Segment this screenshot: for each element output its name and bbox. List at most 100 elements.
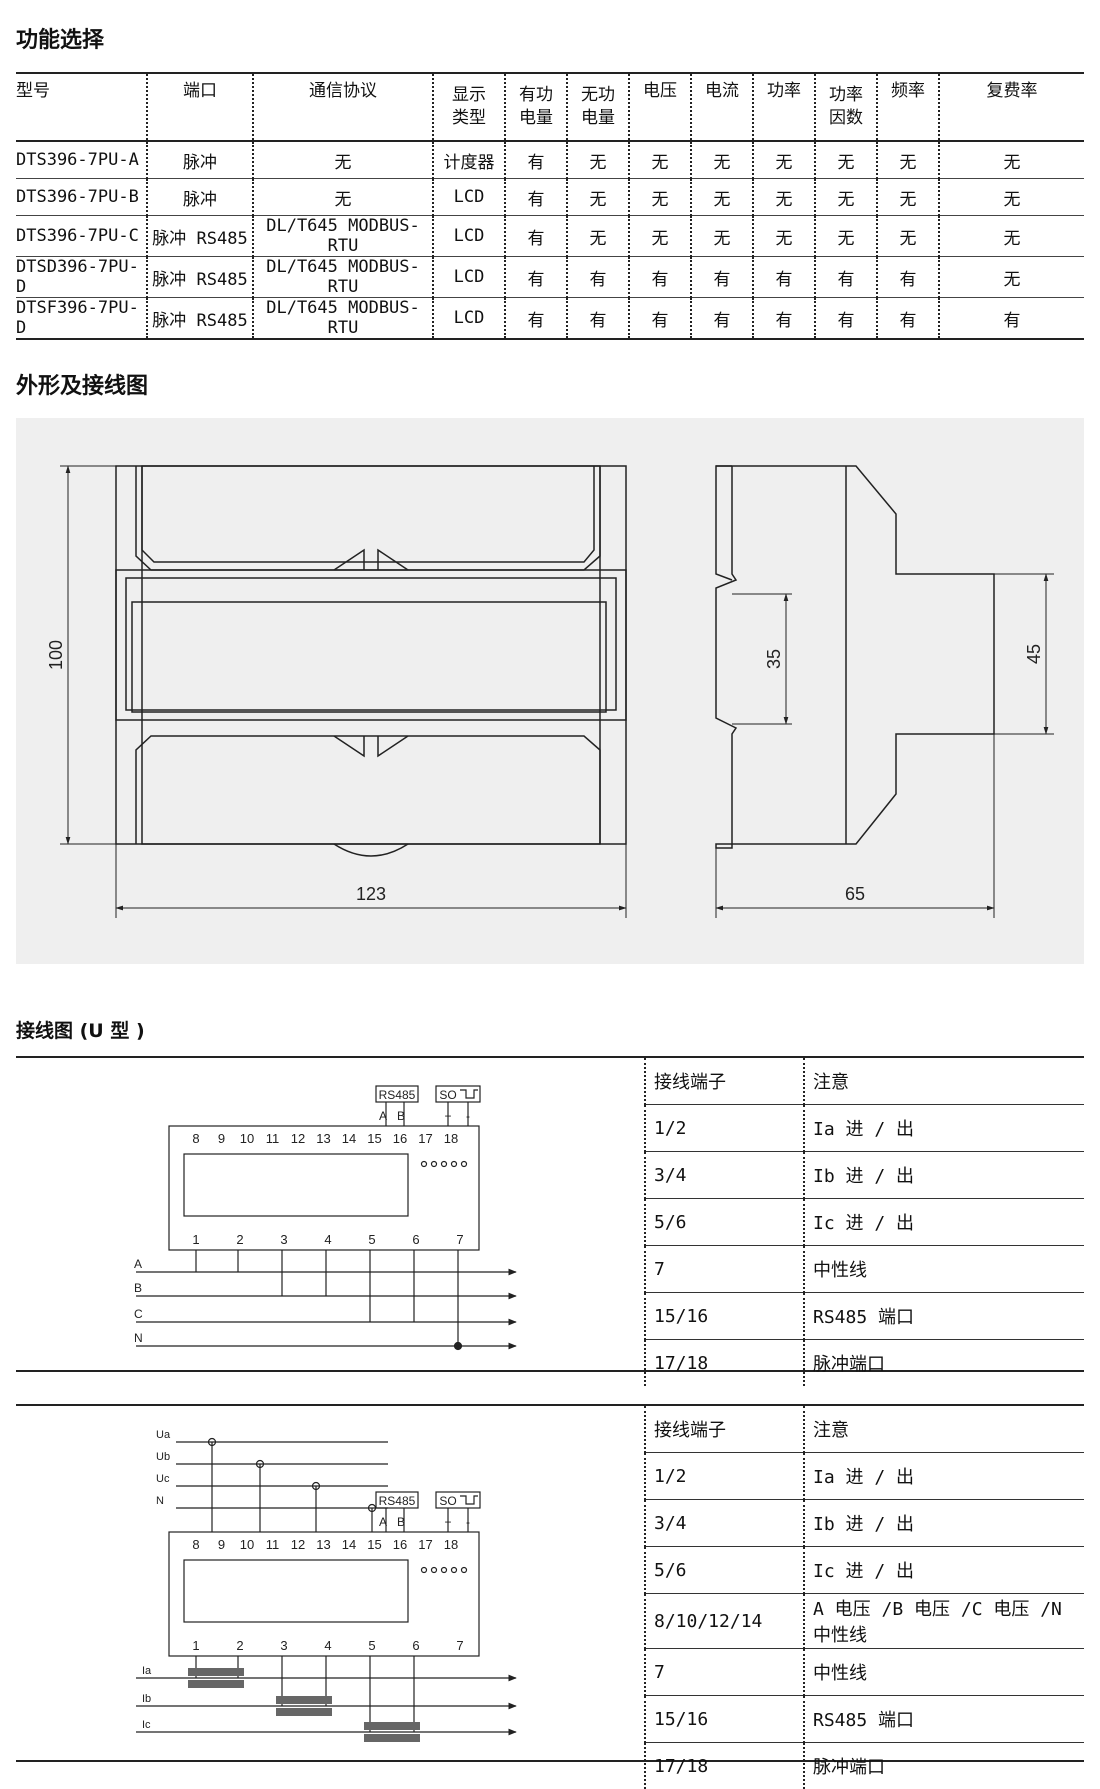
- table-cell: Ia 进 / 出: [804, 1105, 1084, 1152]
- terminal-table-header: 接线端子注意: [645, 1058, 1084, 1105]
- header-cell: 注意: [804, 1058, 1084, 1105]
- pin-label: 13: [316, 1131, 330, 1146]
- pin-label: 7: [456, 1232, 463, 1247]
- line-label: N: [134, 1331, 143, 1345]
- header-cell: 接线端子: [645, 1058, 804, 1105]
- pin-label: 17: [418, 1131, 432, 1146]
- header-text: 有功电量: [519, 85, 553, 128]
- term-b: B: [397, 1109, 405, 1123]
- table-cell: LCD: [433, 257, 505, 298]
- table-cell: LCD: [433, 216, 505, 257]
- table-cell: 无: [815, 179, 877, 216]
- table-cell: 无: [753, 179, 815, 216]
- term-minus: -: [466, 1109, 470, 1123]
- current-transformers: [188, 1668, 420, 1742]
- table-cell: 无: [877, 179, 939, 216]
- so-label: SO: [439, 1088, 456, 1102]
- table-cell: 有: [505, 257, 567, 298]
- table-cell: LCD: [433, 298, 505, 340]
- pin-label: 4: [324, 1232, 331, 1247]
- table-cell: Ic 进 / 出: [804, 1547, 1084, 1594]
- pin-label: 9: [218, 1131, 225, 1146]
- so-label: SO: [439, 1494, 456, 1508]
- header-text: 无功电量: [581, 85, 615, 128]
- pin-label: 7: [456, 1638, 463, 1653]
- pin-label: 14: [342, 1131, 356, 1146]
- table-cell: 无: [753, 141, 815, 179]
- header-cell: 显示类型: [433, 73, 505, 141]
- table-cell: 有: [629, 298, 691, 340]
- header-cell: 接线端子: [645, 1406, 804, 1453]
- pin-label: 4: [324, 1638, 331, 1653]
- dimension-lines: [60, 466, 1054, 918]
- table-cell: 无: [567, 141, 629, 179]
- table-cell: 有: [753, 298, 815, 340]
- table-cell: 无: [815, 216, 877, 257]
- table-cell: 无: [691, 216, 753, 257]
- table-cell: 脉冲 RS485: [147, 298, 253, 340]
- table-cell: DL/T645 MODBUS-RTU: [253, 298, 433, 340]
- term-a: A: [379, 1515, 387, 1529]
- table-cell: 5/6: [645, 1547, 804, 1594]
- pin-label: 9: [218, 1537, 225, 1552]
- header-cell: 端口: [147, 73, 253, 141]
- section-title-wiring: 接线图 (U 型 ): [16, 1016, 145, 1043]
- pin-label: 2: [236, 1638, 243, 1653]
- pin-label: 2: [236, 1232, 243, 1247]
- table-cell: A 电压 /B 电压 /C 电压 /N 中性线: [804, 1594, 1084, 1649]
- header-cell: 注意: [804, 1406, 1084, 1453]
- rs485-label: RS485: [379, 1088, 416, 1102]
- table-cell: 无: [691, 141, 753, 179]
- header-text: 显示类型: [452, 85, 486, 128]
- table-cell: Ib 进 / 出: [804, 1152, 1084, 1199]
- table-cell: 有: [505, 298, 567, 340]
- table-cell: 17/18: [645, 1743, 804, 1789]
- table-cell: 无: [753, 216, 815, 257]
- pin-label: 16: [393, 1537, 407, 1552]
- table-cell: 计度器: [433, 141, 505, 179]
- table-cell: 有: [939, 298, 1084, 340]
- dimension-labels: 100 123 35 45 65: [46, 640, 1044, 904]
- table-cell: 有: [815, 257, 877, 298]
- header-cell: 无功电量: [567, 73, 629, 141]
- table-cell: 中性线: [804, 1649, 1084, 1696]
- pin-label: 15: [367, 1131, 381, 1146]
- table-cell: 1/2: [645, 1453, 804, 1500]
- dimension-drawing: 100 123 35 45 65: [16, 418, 1084, 964]
- table-cell: 15/16: [645, 1696, 804, 1743]
- term-plus: +: [444, 1109, 451, 1123]
- table-cell: 脉冲端口: [804, 1743, 1084, 1789]
- table-cell: 有: [753, 257, 815, 298]
- table-cell: 有: [567, 298, 629, 340]
- table-cell: 无: [939, 141, 1084, 179]
- pin-label: 18: [444, 1131, 458, 1146]
- table-cell: 脉冲 RS485: [147, 257, 253, 298]
- line-label: Ia: [142, 1665, 152, 1677]
- table-cell: 无: [939, 257, 1084, 298]
- line-label: N: [156, 1495, 164, 1507]
- terminal-table-header: 接线端子注意: [645, 1406, 1084, 1453]
- pin-label: 11: [266, 1131, 280, 1146]
- table-cell: 无: [253, 141, 433, 179]
- pin-label: 10: [240, 1537, 254, 1552]
- header-cell: 电流: [691, 73, 753, 141]
- table-cell: 无: [567, 216, 629, 257]
- table-cell: 7: [645, 1246, 804, 1293]
- function-table-header: 型号 端口 通信协议 显示类型 有功电量 无功电量 电压 电流 功率 功率因数 …: [16, 73, 1084, 141]
- rs485-label: RS485: [379, 1494, 416, 1508]
- table-cell: DL/T645 MODBUS-RTU: [253, 257, 433, 298]
- pin-label: 17: [418, 1537, 432, 1552]
